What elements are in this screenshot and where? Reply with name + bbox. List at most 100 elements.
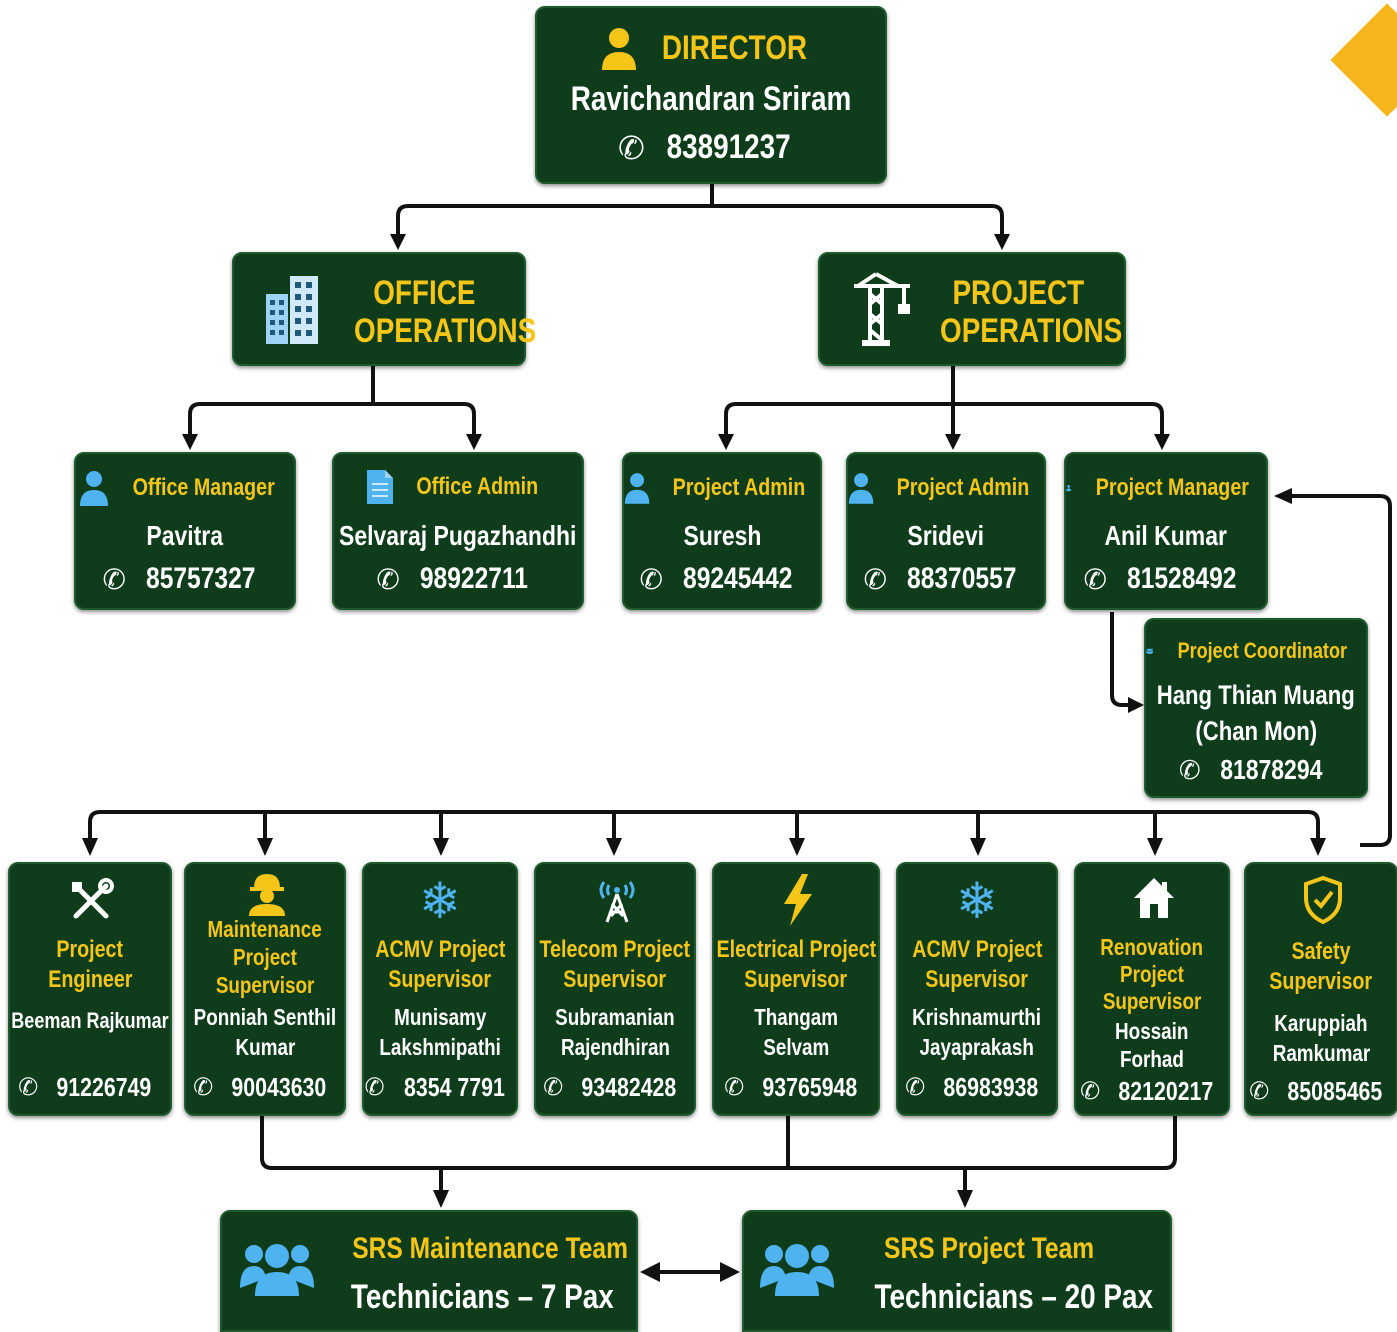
manager-phone: 88370557 xyxy=(906,562,1017,595)
document-icon xyxy=(366,470,393,504)
worker-icon xyxy=(249,874,285,916)
team-size: Technicians – 20 Pax xyxy=(874,1278,1154,1316)
supervisor-phone: 93765948 xyxy=(762,1072,858,1102)
shield-icon xyxy=(1304,876,1342,924)
supervisor-role-line: Engineer xyxy=(47,966,133,993)
person-icon xyxy=(848,473,874,504)
supervisor-name-line: Subramanian xyxy=(555,1004,675,1030)
office-operations-box: OFFICE OPERATIONS xyxy=(232,252,536,366)
phone-icon: ✆ xyxy=(1178,754,1201,785)
director-phone: 83891237 xyxy=(666,128,791,166)
office-operations-line1: OFFICE xyxy=(372,274,476,312)
supervisor-name-line: Lakshmipathi xyxy=(379,1034,501,1060)
supervisor-role-line: Maintenance xyxy=(207,916,323,942)
supervisor-card-renovation: Renovation Project Supervisor Hossain Fo… xyxy=(1074,862,1230,1116)
supervisor-phone: 93482428 xyxy=(581,1072,677,1102)
person-icon xyxy=(1066,485,1072,492)
team-box-project: SRS Project Team Technicians – 20 Pax xyxy=(742,1210,1172,1332)
supervisor-card-acmv-1: ❄ ACMV Project Supervisor Munisamy Laksh… xyxy=(362,862,518,1116)
project-operations-line1: PROJECT xyxy=(952,274,1084,312)
supervisor-role-line: Project xyxy=(56,936,124,963)
supervisor-name-line: Hossain xyxy=(1115,1018,1189,1044)
manager-phone: 81528492 xyxy=(1126,562,1237,595)
phone-icon: ✆ xyxy=(724,1074,745,1101)
supervisor-role-line: ACMV Project xyxy=(374,936,506,963)
supervisor-phone: 82120217 xyxy=(1118,1076,1214,1106)
supervisor-role-line: Supervisor xyxy=(215,972,315,998)
person-icon xyxy=(80,471,109,506)
person-icon xyxy=(624,473,650,504)
coordinator-role: Project Coordinator xyxy=(1178,638,1348,663)
supervisor-role-line: Safety xyxy=(1291,938,1351,965)
manager-card-project-admin-suresh: Project Admin Suresh ✆89245442 xyxy=(622,452,822,610)
manager-role: Office Admin xyxy=(416,473,538,500)
manager-phone: 89245442 xyxy=(682,562,793,595)
manager-phone: 85757327 xyxy=(145,562,256,595)
supervisor-role-line: Supervisor xyxy=(388,966,492,993)
group-icon xyxy=(760,1244,834,1296)
manager-name: Anil Kumar xyxy=(1104,520,1228,551)
snowflake-icon: ❄ xyxy=(956,873,998,929)
antenna-icon xyxy=(599,881,635,923)
coordinator-name: Hang Thian Muang xyxy=(1156,680,1356,710)
supervisor-card-acmv-2: ❄ ACMV Project Supervisor Krishnamurthi … xyxy=(896,862,1058,1116)
team-title: SRS Project Team xyxy=(883,1232,1095,1265)
manager-name: Selvaraj Pugazhandhi xyxy=(339,520,577,551)
supervisor-card-safety: Safety Supervisor Karuppiah Ramkumar ✆85… xyxy=(1244,862,1397,1116)
supervisor-card-telecom: Telecom Project Supervisor Subramanian R… xyxy=(534,862,696,1116)
manager-role: Project Admin xyxy=(672,474,806,501)
manager-name: Suresh xyxy=(683,520,761,551)
supervisor-phone: 85085465 xyxy=(1287,1076,1383,1106)
lightning-icon xyxy=(784,874,812,926)
supervisor-role-line: Project xyxy=(233,944,297,970)
supervisor-name-line: Ponniah Senthil xyxy=(193,1004,337,1030)
building-icon xyxy=(266,276,318,344)
project-operations-box: PROJECT OPERATIONS xyxy=(818,252,1126,366)
phone-icon: ✆ xyxy=(376,563,400,595)
supervisor-role-line: Electrical Project xyxy=(716,936,876,963)
crane-icon xyxy=(854,272,910,346)
supervisor-name-line: Kumar xyxy=(235,1034,295,1060)
supervisor-role-line: Supervisor xyxy=(563,966,667,993)
project-coordinator-box: Project Coordinator Hang Thian Muang (Ch… xyxy=(1144,618,1368,798)
phone-icon: ✆ xyxy=(1080,1078,1101,1105)
supervisor-role-line: Supervisor xyxy=(744,966,848,993)
project-operations-line2: OPERATIONS xyxy=(940,312,1123,350)
snowflake-icon: ❄ xyxy=(419,873,461,929)
supervisor-role-line: Project xyxy=(1120,961,1184,987)
phone-icon: ✆ xyxy=(102,563,126,595)
phone-icon: ✆ xyxy=(18,1074,39,1101)
person-icon xyxy=(601,28,636,70)
group-icon xyxy=(240,1244,314,1296)
supervisor-name-line: Thangam xyxy=(754,1004,838,1030)
supervisor-card-maintenance: Maintenance Project Supervisor Ponniah S… xyxy=(184,862,346,1116)
house-icon xyxy=(1134,878,1174,918)
supervisor-card-electrical: Electrical Project Supervisor Thangam Se… xyxy=(712,862,880,1116)
supervisor-phone: 8354 7791 xyxy=(403,1072,505,1102)
supervisor-phone: 91226749 xyxy=(56,1072,152,1102)
phone-icon: ✆ xyxy=(543,1074,564,1101)
phone-icon: ✆ xyxy=(905,1074,926,1101)
phone-icon: ✆ xyxy=(1083,563,1107,595)
director-name: Ravichandran Sriram xyxy=(570,80,852,118)
supervisor-name-line: Rajendhiran xyxy=(560,1034,670,1060)
supervisor-role-line: Supervisor xyxy=(1102,988,1202,1014)
supervisor-card-project-engineer: Project Engineer Beeman Rajkumar ✆912267… xyxy=(8,862,172,1116)
manager-phone: 98922711 xyxy=(419,562,528,595)
supervisor-role-line: Telecom Project xyxy=(539,936,691,963)
supervisor-name-line: Munisamy xyxy=(393,1004,487,1030)
supervisor-name-line: Jayaprakash xyxy=(919,1034,1035,1060)
manager-name: Sridevi xyxy=(907,520,985,551)
coordinator-alias: (Chan Mon) xyxy=(1195,716,1317,746)
phone-icon: ✆ xyxy=(863,563,887,595)
manager-role: Project Manager xyxy=(1096,474,1250,501)
manager-card-office-admin: Office Admin Selvaraj Pugazhandhi ✆ 98922… xyxy=(332,452,584,610)
director-box: DIRECTOR Ravichandran Sriram ✆ 83891237 xyxy=(535,6,887,184)
manager-card-office-manager: Office Manager Pavitra ✆85757327 xyxy=(74,452,296,610)
supervisor-name-line: Ramkumar xyxy=(1272,1040,1370,1066)
supervisor-role-line: Supervisor xyxy=(925,966,1029,993)
director-title: DIRECTOR xyxy=(661,28,807,67)
office-operations-line2: OPERATIONS xyxy=(354,312,537,350)
supervisor-role-line: Renovation xyxy=(1100,934,1204,960)
